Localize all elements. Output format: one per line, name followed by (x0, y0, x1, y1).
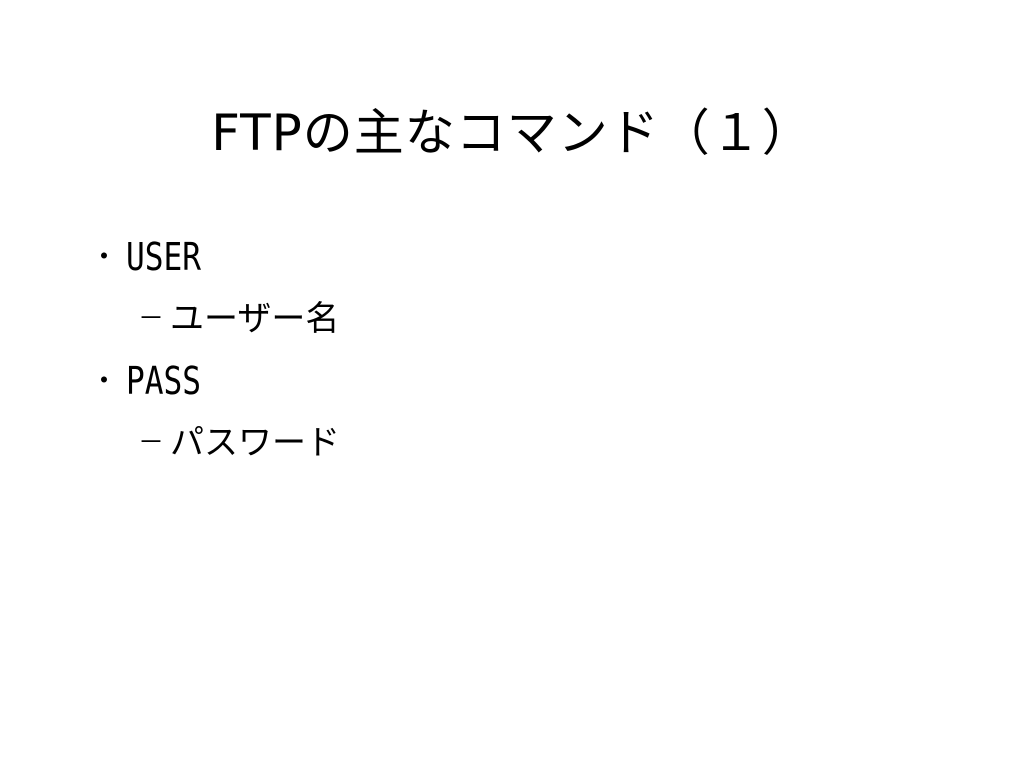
bullet-item-pass: ・ PASS － パスワード (90, 350, 970, 474)
bullet-marker: ・ (90, 240, 119, 273)
sub-bullet-list: － パスワード (90, 412, 970, 474)
bullet-item-user: ・ USER － ユーザー名 (90, 226, 970, 350)
sub-bullet-item: － ユーザー名 (138, 288, 970, 350)
bullet-marker: ・ (90, 364, 119, 397)
bullet-line: ・ PASS (90, 350, 970, 412)
bullet-list: ・ USER － ユーザー名 ・ PASS － パスワード (90, 226, 970, 474)
sub-bullet-item: － パスワード (138, 412, 970, 474)
bullet-text: USER (126, 235, 202, 279)
slide-title: FTPの主なコマンド（１） (211, 104, 813, 162)
sub-bullet-marker: － (138, 428, 165, 458)
bullet-line: ・ USER (90, 226, 970, 288)
bullet-text: PASS (126, 359, 202, 403)
sub-bullet-text: パスワード (170, 423, 340, 463)
sub-bullet-text: ユーザー名 (170, 299, 340, 339)
sub-bullet-marker: － (138, 304, 165, 334)
sub-bullet-list: － ユーザー名 (90, 288, 970, 350)
